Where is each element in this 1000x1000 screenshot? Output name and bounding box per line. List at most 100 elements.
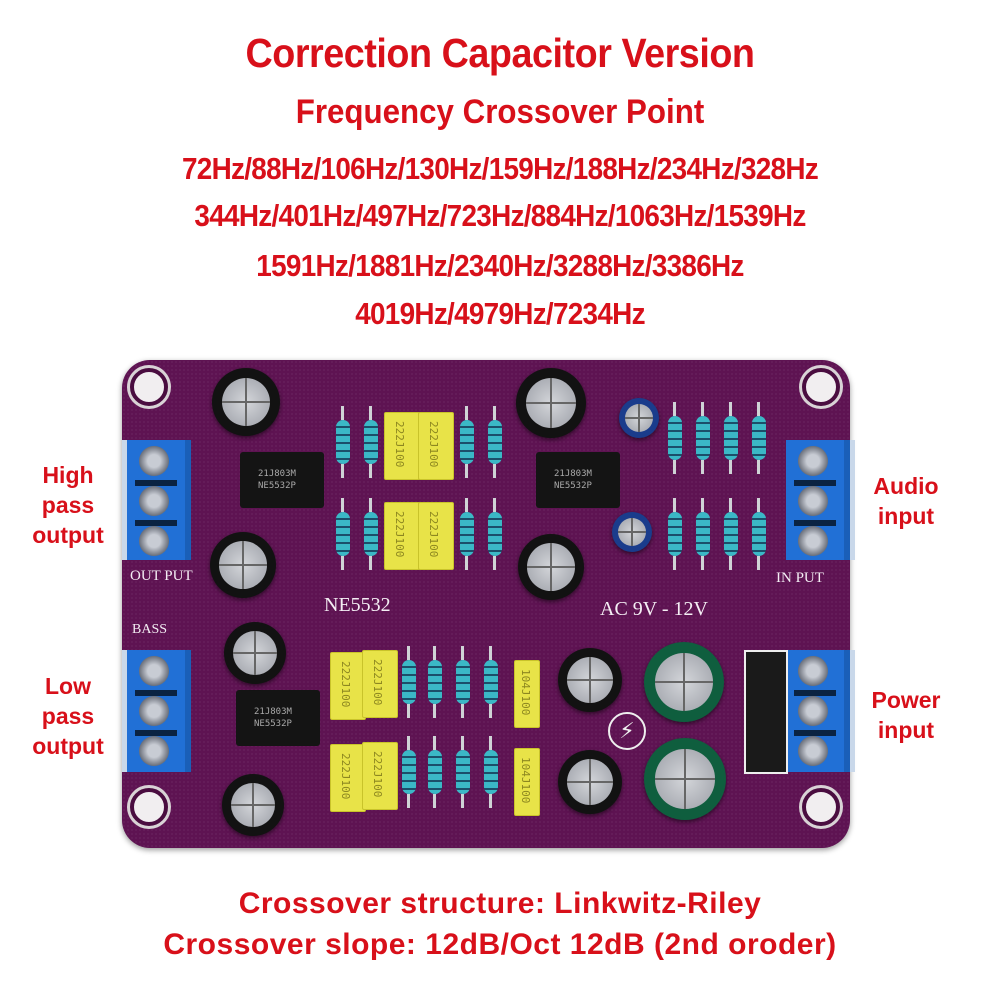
low-pass-output-terminal[interactable] (122, 650, 191, 772)
resistor (460, 406, 474, 478)
resistor (724, 402, 738, 474)
filter-capacitor (644, 738, 726, 820)
page-title: Correction Capacitor Version (245, 30, 755, 76)
label-line: pass (41, 703, 95, 729)
ic-marking: 21J803M (258, 469, 296, 479)
ic-marking: 21J803M (254, 707, 292, 717)
pcb-board: OUT PUT IN PUT BASS NE5532 AC 9V - 12V 2… (122, 360, 855, 848)
high-pass-output-terminal[interactable] (122, 440, 191, 560)
film-capacitor: 222J100 (384, 502, 420, 570)
rectifier-bridge (744, 650, 788, 774)
resistor (724, 498, 738, 570)
audio-input-label: Audio input (858, 471, 954, 531)
audio-input-terminal[interactable] (786, 440, 855, 560)
film-capacitor: 222J100 (384, 412, 420, 480)
resistor (402, 646, 416, 718)
film-capacitor: 222J100 (418, 412, 454, 480)
small-capacitor (612, 512, 652, 552)
filter-capacitor (644, 642, 724, 722)
mounting-hole (130, 368, 168, 406)
resistor (428, 736, 442, 808)
resistor (336, 406, 350, 478)
crossover-slope: Crossover slope: 12dB/Oct 12dB (2nd orod… (163, 928, 837, 961)
label-line: input (877, 717, 935, 743)
screw-icon (139, 656, 169, 686)
frequency-line-2: 344Hz/401Hz/497Hz/723Hz/884Hz/1063Hz/153… (194, 198, 806, 233)
power-input-label: Power input (858, 685, 954, 745)
film-capacitor: 104J100 (514, 660, 540, 728)
capacitor-marking: 222J100 (339, 753, 352, 800)
screw-icon (139, 696, 169, 726)
screw-icon (139, 526, 169, 556)
screw-icon (139, 446, 169, 476)
label-line: High (42, 462, 94, 488)
capacitor-marking: 222J100 (427, 511, 440, 558)
ic-marking: NE5532P (554, 481, 592, 491)
screw-icon (798, 696, 828, 726)
capacitor-marking: 222J100 (371, 751, 384, 798)
capacitor-marking: 104J100 (519, 757, 532, 804)
film-capacitor: 222J100 (418, 502, 454, 570)
electrolytic-capacitor (558, 648, 622, 712)
mounting-hole (802, 368, 840, 406)
resistor (364, 406, 378, 478)
label-line: output (32, 733, 104, 759)
terminal-slot (135, 690, 177, 696)
power-input-terminal[interactable] (786, 650, 855, 772)
film-capacitor: 222J100 (362, 650, 398, 718)
label-line: pass (41, 492, 95, 518)
resistor (484, 736, 498, 808)
output-silkscreen: OUT PUT (130, 568, 193, 584)
screw-icon (798, 486, 828, 516)
resistor (752, 498, 766, 570)
resistor (488, 406, 502, 478)
resistor (696, 402, 710, 474)
crossover-structure: Crossover structure: Linkwitz-Riley (238, 887, 762, 920)
electrolytic-capacitor (210, 532, 276, 598)
film-capacitor: 222J100 (330, 744, 366, 812)
low-pass-output-label: Low pass output (18, 671, 118, 761)
film-capacitor: 104J100 (514, 748, 540, 816)
film-capacitor: 222J100 (330, 652, 366, 720)
electrolytic-capacitor (222, 774, 284, 836)
input-silkscreen: IN PUT (776, 570, 824, 586)
screw-icon (798, 526, 828, 556)
terminal-slot (135, 730, 177, 736)
small-capacitor (619, 398, 659, 438)
electrolytic-capacitor (212, 368, 280, 436)
label-line: Low (45, 673, 91, 699)
resistor (364, 498, 378, 570)
resistor (484, 646, 498, 718)
terminal-slot (794, 480, 836, 486)
resistor (460, 498, 474, 570)
terminal-slot (135, 520, 177, 526)
capacitor-marking: 222J100 (427, 421, 440, 468)
terminal-slot (794, 730, 836, 736)
resistor (668, 498, 682, 570)
resistor (402, 736, 416, 808)
label-line: output (32, 522, 104, 548)
capacitor-marking: 222J100 (393, 421, 406, 468)
terminal-slot (794, 520, 836, 526)
ic-marking: NE5532P (254, 719, 292, 729)
label-line: Audio (873, 473, 939, 499)
electrolytic-capacitor (518, 534, 584, 600)
label-line: Power (871, 687, 941, 713)
frequency-line-1: 72Hz/88Hz/106Hz/130Hz/159Hz/188Hz/234Hz/… (181, 151, 819, 186)
terminal-slot (135, 480, 177, 486)
resistor (428, 646, 442, 718)
power-spec-silkscreen: AC 9V - 12V (600, 598, 708, 620)
page-subtitle: Frequency Crossover Point (295, 93, 705, 131)
electrolytic-capacitor (224, 622, 286, 684)
high-pass-output-label: High pass output (18, 460, 118, 550)
electrolytic-capacitor (516, 368, 586, 438)
screw-icon (798, 736, 828, 766)
electrolytic-capacitor (558, 750, 622, 814)
lightning-icon: ⚡ (608, 712, 646, 750)
capacitor-marking: 104J100 (519, 669, 532, 716)
resistor (488, 498, 502, 570)
screw-icon (798, 446, 828, 476)
bass-silkscreen: BASS (132, 622, 168, 637)
